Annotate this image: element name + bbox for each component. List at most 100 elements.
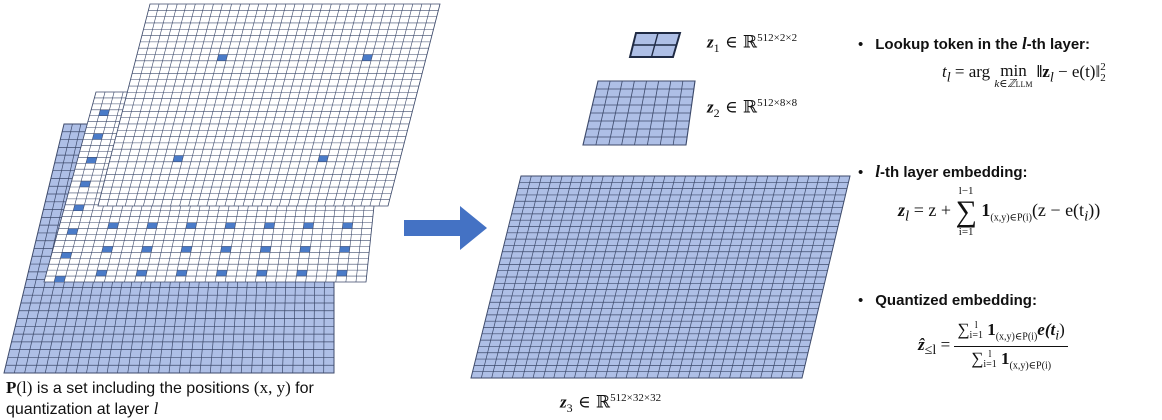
z1-var: z: [707, 32, 714, 52]
z1-label: z1 ∈ ℝ512×2×2: [707, 32, 797, 56]
eq1-lhs: t: [942, 62, 947, 81]
eq3-num-body: 1: [982, 320, 996, 339]
z2-label: z2 ∈ ℝ512×8×8: [707, 97, 797, 121]
z2-sub: 2: [713, 106, 720, 121]
eq3-num-top: l: [974, 320, 978, 332]
eq3-den-top: l: [988, 349, 992, 361]
bullet-embedding-var: l: [875, 162, 880, 181]
z2-sup: 512×8×8: [757, 97, 798, 109]
quantized-cell: [260, 246, 271, 253]
eq3-num-ind: (x,y)∈P(i): [995, 331, 1038, 343]
eq2-tail-end: )): [1088, 200, 1101, 221]
quantized-cell: [296, 270, 308, 277]
quantized-cell: [299, 246, 311, 253]
z2-grid: [582, 80, 696, 146]
eq3-den-ind: (x,y)∈P(i): [1009, 360, 1052, 372]
quantized-cell: [92, 133, 104, 140]
z2-in: ∈ ℝ: [719, 97, 758, 118]
layer-1-grid: [97, 3, 441, 207]
eq2-ind: (x,y)∈P(i): [990, 212, 1032, 224]
quantized-cell: [176, 270, 188, 277]
quantized-cell: [185, 222, 197, 229]
eq1-sub2: 2: [1100, 72, 1106, 85]
eq3-den-body: 1: [996, 349, 1010, 369]
quantized-cell: [141, 246, 153, 253]
eq2-tail: (z − e(t: [1031, 200, 1085, 221]
eq3-den-sum: ∑: [971, 349, 984, 369]
eq1-body2: − e(t)‖: [1053, 62, 1101, 81]
bullet-lookup: •Lookup token in the l-th layer:: [858, 34, 1090, 54]
z1-sub: 1: [713, 41, 720, 56]
bullet-lookup-var: l: [1021, 34, 1027, 53]
eq2-lhs-sub: l: [905, 208, 910, 225]
eq3-lhs-sub: ≤l: [924, 342, 937, 359]
eq2-eq: = z +: [909, 200, 956, 221]
quantized-cell: [256, 270, 268, 277]
caption-text-3: quantization at layer: [6, 401, 154, 418]
eq3-num-bot: i=1: [969, 330, 983, 342]
eq1-lhs-sub: l: [946, 69, 951, 86]
eq3-lhs: ẑ: [918, 334, 925, 354]
quantized-cell: [317, 155, 329, 162]
caption-pl: (l): [16, 378, 33, 397]
eq1-sup: 2: [1100, 61, 1106, 74]
z1-sup: 512×2×2: [757, 32, 798, 44]
quantized-cell: [216, 54, 228, 61]
bullet-dot-icon: •: [858, 292, 864, 309]
quantized-cell: [101, 246, 113, 253]
caption-text-1: is a set including the positions: [32, 380, 254, 397]
left-layer-stack: [3, 3, 441, 374]
bullet-lookup-post: -th layer:: [1026, 36, 1091, 53]
quantized-cell: [264, 222, 275, 229]
z3-sup: 512×32×32: [610, 392, 662, 404]
quantized-cell: [336, 270, 348, 277]
quantized-cell: [85, 157, 97, 164]
bullet-embedding: •l-th layer embedding:: [858, 162, 1028, 182]
eq2-tail-sub: i: [1084, 208, 1089, 225]
quantized-cell: [98, 109, 110, 116]
caption-p: P: [6, 378, 17, 397]
bullet-dot-icon: •: [858, 36, 864, 53]
z3-in: ∈ ℝ: [572, 392, 611, 413]
sum-icon: ∑: [955, 195, 977, 228]
caption-xy: (x, y): [253, 378, 291, 397]
quantized-cell: [60, 252, 72, 259]
quantized-cell: [361, 54, 373, 61]
bullet-quantized: • Quantized embedding:: [858, 292, 1037, 309]
quantized-cell: [339, 246, 350, 253]
caption-text-2: for: [290, 380, 314, 397]
quantized-cell: [216, 270, 228, 277]
right-arrow-icon: [404, 206, 487, 250]
quantized-cell: [135, 270, 148, 277]
eq2-sum-bot: i=1: [958, 226, 974, 238]
quantized-cell: [146, 222, 158, 229]
eq1-body: ‖z: [1036, 62, 1050, 81]
quantized-cell: [66, 228, 79, 235]
eq1-eq: = arg: [950, 62, 995, 81]
eq2-body: 1: [981, 200, 991, 221]
eq3-num-tail-end: ): [1059, 320, 1065, 339]
eq1-body-sub: l: [1049, 69, 1054, 86]
quantized-cell: [79, 181, 91, 187]
eq3-num-tail-sub: i: [1055, 327, 1060, 344]
quantized-cell: [342, 222, 353, 229]
z3-var: z: [560, 392, 567, 412]
eq1-op-sub2: LLM: [1015, 80, 1033, 89]
bullet-quantized-text: Quantized embedding:: [875, 292, 1037, 309]
eq3-den-bot: i=1: [983, 359, 997, 371]
eq3-num-sum: ∑: [957, 320, 970, 339]
z3-sub: 3: [566, 401, 573, 416]
eq1-op: min: [1000, 61, 1027, 80]
z3-label: z3 ∈ ℝ512×32×32: [560, 392, 661, 416]
quantized-cell: [95, 270, 108, 277]
z1-in: ∈ ℝ: [719, 32, 758, 53]
z2-var: z: [707, 97, 714, 117]
caption-l: l: [153, 399, 159, 418]
z1-grid: [628, 32, 682, 58]
quantized-cell: [303, 222, 314, 229]
